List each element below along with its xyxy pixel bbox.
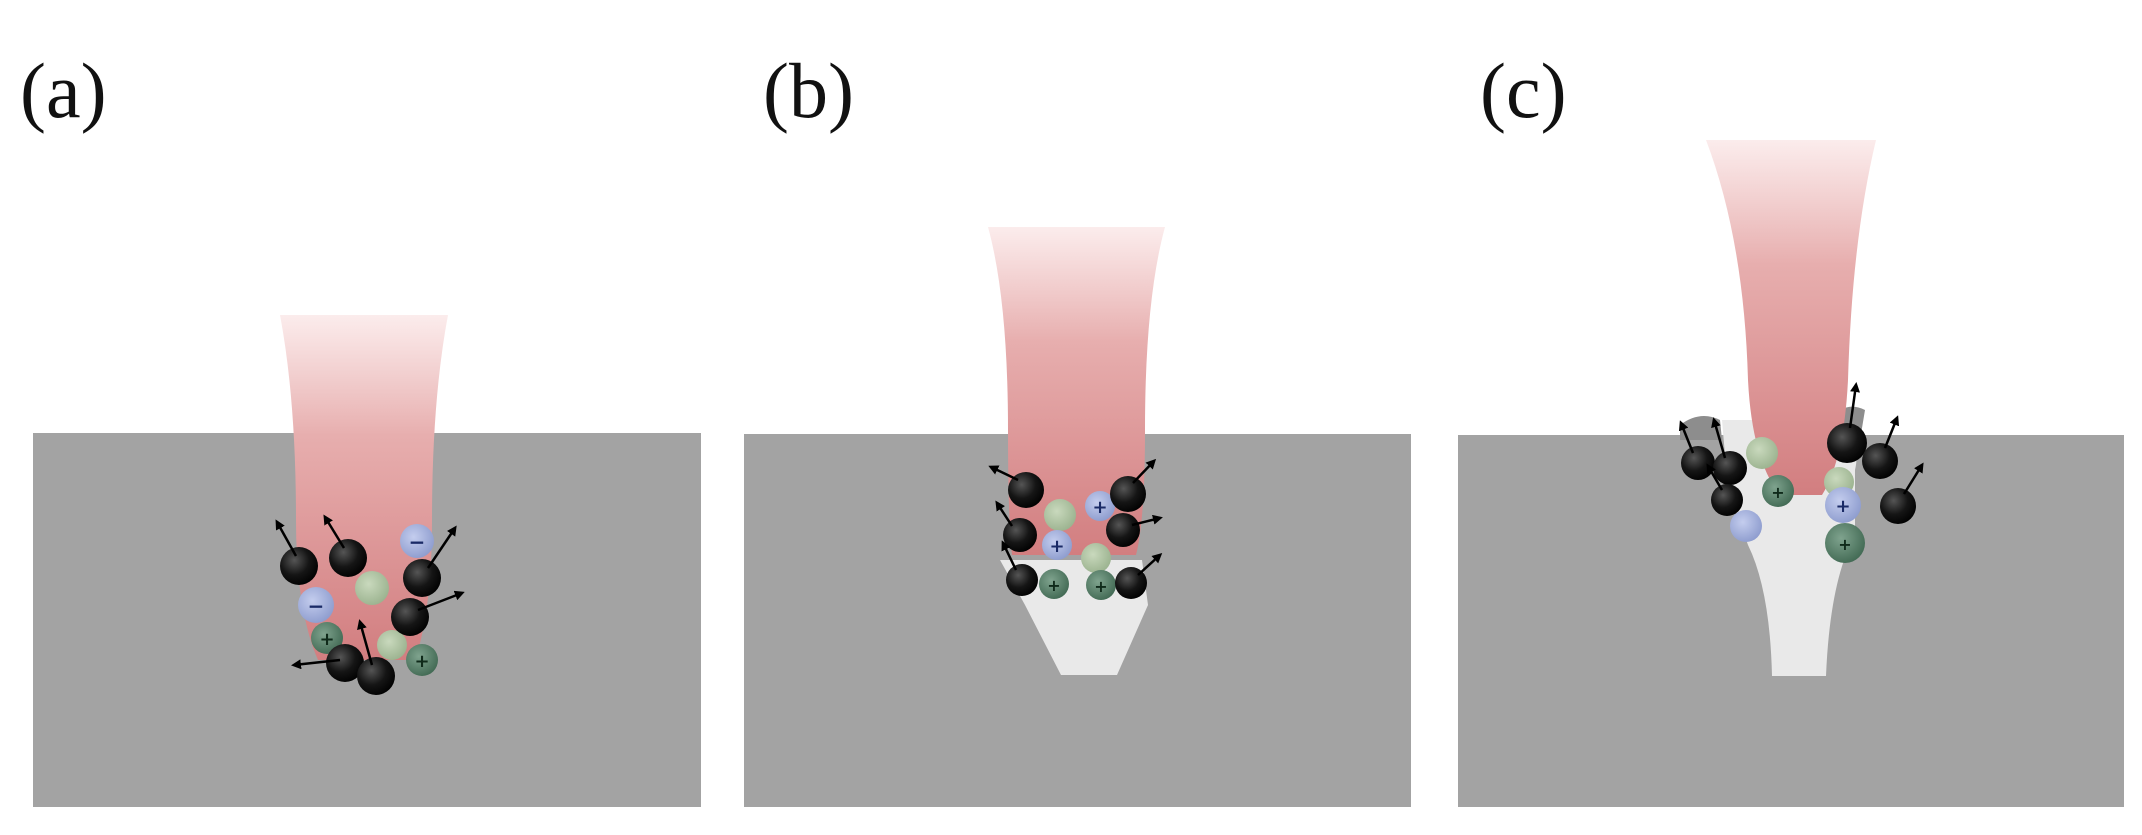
arrow	[357, 619, 374, 666]
arrow	[1001, 540, 1018, 571]
electron	[326, 644, 364, 682]
electron	[1008, 472, 1044, 508]
electron	[1711, 484, 1743, 516]
electron	[1862, 443, 1898, 479]
electron	[1827, 423, 1867, 463]
positive-ion	[406, 644, 438, 676]
electron-arrows-a	[275, 514, 465, 670]
arrow	[1902, 462, 1924, 495]
electron	[329, 539, 367, 577]
arrow	[1678, 420, 1695, 454]
electron-arrows-c	[1678, 382, 1924, 495]
neutral-atom	[1746, 437, 1778, 469]
electron	[1713, 451, 1747, 485]
arrow	[426, 525, 457, 569]
neutral-atom	[1081, 543, 1111, 573]
electron	[357, 657, 395, 695]
electron	[1110, 476, 1146, 512]
electron	[403, 559, 441, 597]
panel-label-c: (c)	[1480, 47, 1567, 134]
svg-text:−: −	[308, 594, 325, 618]
laser-beam-b	[988, 227, 1165, 555]
arrow	[988, 465, 1019, 482]
neutral-atom	[377, 630, 407, 660]
arrow	[275, 519, 298, 557]
panel-b: + + + +	[744, 227, 1411, 807]
arrow	[323, 514, 346, 549]
arrow	[1131, 514, 1163, 527]
arrow	[995, 500, 1014, 527]
svg-text:+: +	[1047, 576, 1060, 595]
svg-text:+: +	[1049, 536, 1064, 557]
svg-text:+: +	[319, 629, 334, 650]
electron	[280, 547, 318, 585]
svg-text:−: −	[409, 530, 426, 554]
electron	[1880, 488, 1916, 524]
plume-particles-a: − − + +	[280, 524, 441, 695]
laser-beam-c	[1706, 140, 1876, 495]
positive-ion	[311, 622, 343, 654]
electron	[391, 598, 429, 636]
svg-text:+: +	[1838, 535, 1851, 554]
arrow	[1848, 382, 1860, 429]
svg-text:+: +	[414, 651, 429, 672]
arrow	[1137, 552, 1163, 576]
arrow	[1132, 458, 1157, 484]
plume-particles-c: + + +	[1681, 423, 1916, 563]
positive-ion	[1825, 523, 1865, 563]
negative-ion	[1085, 491, 1115, 521]
arrow	[1883, 415, 1900, 449]
negative-ion	[1730, 510, 1762, 542]
arrow	[1706, 463, 1724, 491]
negative-ion	[298, 587, 334, 623]
negative-ion	[400, 524, 434, 558]
electron-arrows-b	[988, 458, 1163, 576]
positive-ion	[1086, 570, 1116, 600]
panel-label-a: (a)	[20, 47, 107, 134]
arrow	[291, 658, 341, 670]
panel-c: + + +	[1458, 140, 2124, 807]
svg-text:+: +	[1092, 497, 1107, 518]
positive-ion	[1762, 475, 1794, 507]
svg-text:+: +	[1771, 483, 1784, 502]
arrow	[417, 590, 465, 612]
arrow	[1711, 417, 1727, 459]
panel-label-b: (b)	[763, 47, 854, 134]
negative-ion	[1042, 530, 1072, 560]
panel-a: − − + +	[33, 315, 701, 807]
electron	[1106, 513, 1140, 547]
electron	[1006, 564, 1038, 596]
electron	[1003, 518, 1037, 552]
neutral-atom	[355, 571, 389, 605]
positive-ion	[1039, 569, 1069, 599]
negative-ion	[1825, 487, 1861, 523]
neutral-atom	[1044, 499, 1076, 531]
plume-particles-b: + + + +	[1003, 472, 1147, 600]
svg-text:+: +	[1094, 577, 1107, 596]
electron	[1681, 446, 1715, 480]
svg-text:+: +	[1835, 496, 1850, 517]
